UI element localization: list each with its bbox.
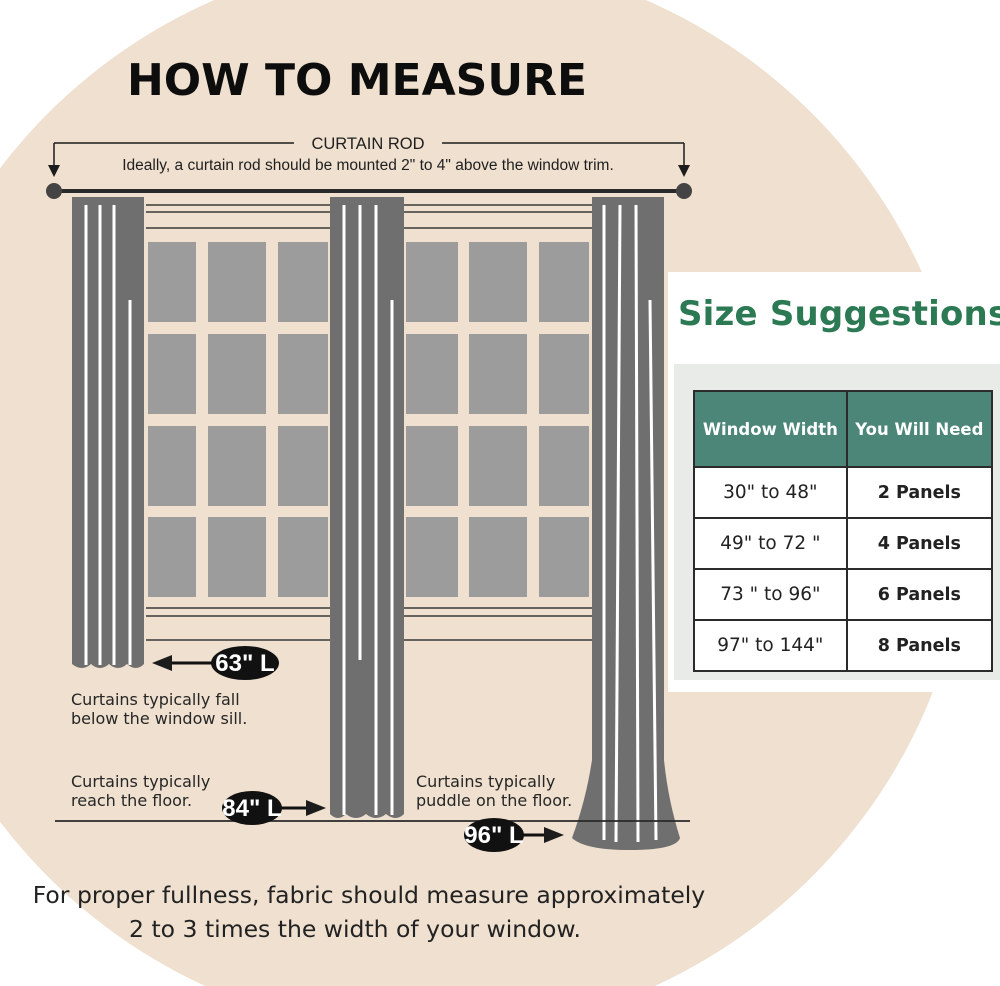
rod-bracket	[48, 142, 690, 177]
window-frame	[146, 204, 592, 641]
cell-window-width: 73 " to 96"	[693, 568, 848, 621]
table-row: 73 " to 96" 6 Panels	[693, 568, 994, 621]
curtain-middle	[330, 197, 404, 818]
length-tag-63: 63" L	[215, 650, 274, 677]
table-row: 30" to 48" 2 Panels	[693, 466, 994, 519]
length-marker-96	[464, 818, 564, 852]
length-tag-96: 96" L	[464, 822, 523, 849]
note-63-line2: below the window sill.	[71, 709, 247, 728]
cell-window-width: 30" to 48"	[693, 466, 848, 519]
note-84-line1: Curtains typically	[71, 772, 210, 791]
size-table: Window Width You Will Need 30" to 48" 2 …	[693, 390, 994, 672]
window-right-panes	[406, 242, 589, 597]
page-title: HOW TO MEASURE	[127, 55, 587, 106]
fullness-note-line2: 2 to 3 times the width of your window.	[129, 915, 581, 943]
note-96-line2: puddle on the floor.	[416, 791, 572, 810]
note-84-line2: reach the floor.	[71, 791, 192, 810]
cell-panels-needed: 2 Panels	[845, 466, 994, 519]
length-marker-63	[152, 646, 279, 680]
curtain-left	[72, 197, 144, 668]
curtain-rod-label: CURTAIN ROD	[311, 135, 424, 153]
length-marker-84	[222, 791, 326, 825]
header-you-will-need: You Will Need	[845, 390, 994, 468]
fullness-note-line1: For proper fullness, fabric should measu…	[33, 881, 706, 909]
curtain-rod	[46, 183, 692, 199]
length-tag-84: 84" L	[222, 795, 281, 822]
table-row: 97" to 144" 8 Panels	[693, 619, 994, 672]
cell-window-width: 49" to 72 "	[693, 517, 848, 570]
cell-panels-needed: 6 Panels	[845, 568, 994, 621]
note-63-line1: Curtains typically fall	[71, 690, 240, 709]
size-suggestions-title: Size Suggestions	[678, 294, 1000, 334]
cell-panels-needed: 4 Panels	[845, 517, 994, 570]
size-suggestions-card: Size Suggestions Window Width You Will N…	[668, 272, 1000, 692]
size-table-panel: Window Width You Will Need 30" to 48" 2 …	[674, 364, 1000, 680]
window-left-panes	[148, 242, 328, 597]
header-window-width: Window Width	[693, 390, 848, 468]
cell-window-width: 97" to 144"	[693, 619, 848, 672]
cell-panels-needed: 8 Panels	[845, 619, 994, 672]
note-96-line1: Curtains typically	[416, 772, 555, 791]
curtain-right	[572, 197, 680, 850]
table-row: 49" to 72 " 4 Panels	[693, 517, 994, 570]
rod-mount-note: Ideally, a curtain rod should be mounted…	[122, 157, 614, 174]
size-table-header: Window Width You Will Need	[693, 390, 994, 468]
